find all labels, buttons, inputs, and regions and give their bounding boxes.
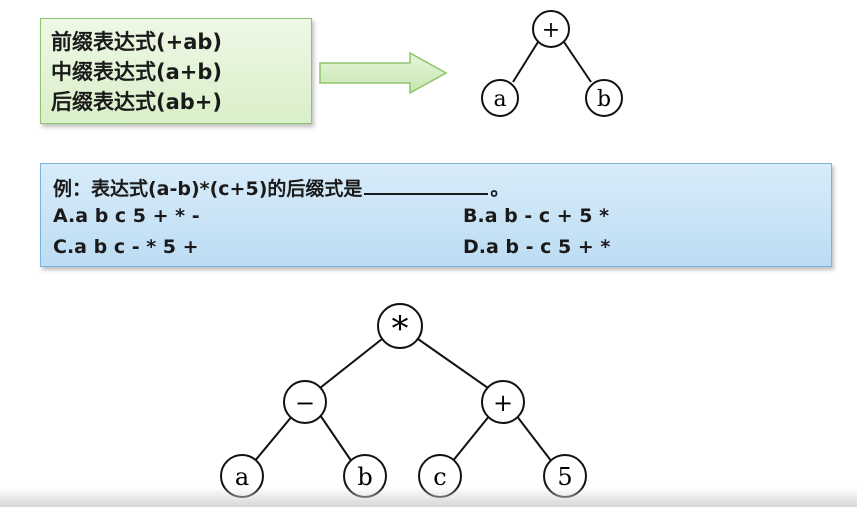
node-label: * bbox=[392, 309, 409, 349]
node-label: 5 bbox=[557, 463, 572, 491]
small-expression-tree: + a b bbox=[481, 10, 623, 117]
answer-blank bbox=[364, 175, 489, 195]
tree-edge bbox=[451, 414, 491, 463]
question-text: 例：表达式(a-b)*(c+5)的后缀式是 bbox=[53, 178, 363, 200]
node-label: a bbox=[235, 463, 249, 491]
tree-edge bbox=[515, 414, 553, 463]
tree-edge bbox=[253, 414, 294, 463]
option-d: D.a b - c 5 + * bbox=[463, 236, 611, 258]
node-label: b bbox=[357, 463, 372, 491]
option-a: A.a b c 5 + * - bbox=[53, 205, 200, 227]
right-arrow-icon bbox=[319, 51, 448, 95]
node-label: a bbox=[493, 87, 506, 112]
question-prompt: 例：表达式(a-b)*(c+5)的后缀式是 。 bbox=[53, 174, 509, 201]
bottom-shadow bbox=[0, 487, 857, 507]
prefix-expression: 前缀表达式(+ab) bbox=[51, 30, 222, 54]
tree-edge bbox=[319, 414, 353, 463]
node-label: + bbox=[542, 18, 560, 43]
tree-node bbox=[283, 380, 327, 424]
option-c: C.a b c - * 5 + bbox=[53, 236, 199, 258]
tree-node bbox=[377, 303, 423, 349]
tree-edge bbox=[417, 338, 489, 389]
question-box: 例：表达式(a-b)*(c+5)的后缀式是 。 A.a b c 5 + * - B… bbox=[40, 163, 832, 267]
question-end-mark: 。 bbox=[490, 178, 510, 200]
tree-edge bbox=[512, 41, 539, 83]
option-b: B.a b - c + 5 * bbox=[463, 205, 610, 227]
tree-edge bbox=[563, 41, 592, 83]
node-label: c bbox=[433, 463, 446, 491]
tree-edge bbox=[319, 338, 383, 389]
notation-box: 前缀表达式(+ab) 中缀表达式(a+b) 后缀表达式(ab+) bbox=[40, 18, 312, 124]
tree-node bbox=[532, 10, 570, 48]
infix-expression: 中缀表达式(a+b) bbox=[51, 60, 222, 84]
node-label: + bbox=[493, 389, 513, 417]
node-label: b bbox=[597, 87, 611, 112]
tree-node bbox=[481, 380, 525, 424]
big-expression-tree: * − + a b c 5 bbox=[220, 303, 587, 498]
node-label: − bbox=[295, 389, 315, 417]
postfix-expression: 后缀表达式(ab+) bbox=[51, 90, 222, 114]
tree-node bbox=[585, 79, 623, 117]
tree-node bbox=[481, 79, 519, 117]
